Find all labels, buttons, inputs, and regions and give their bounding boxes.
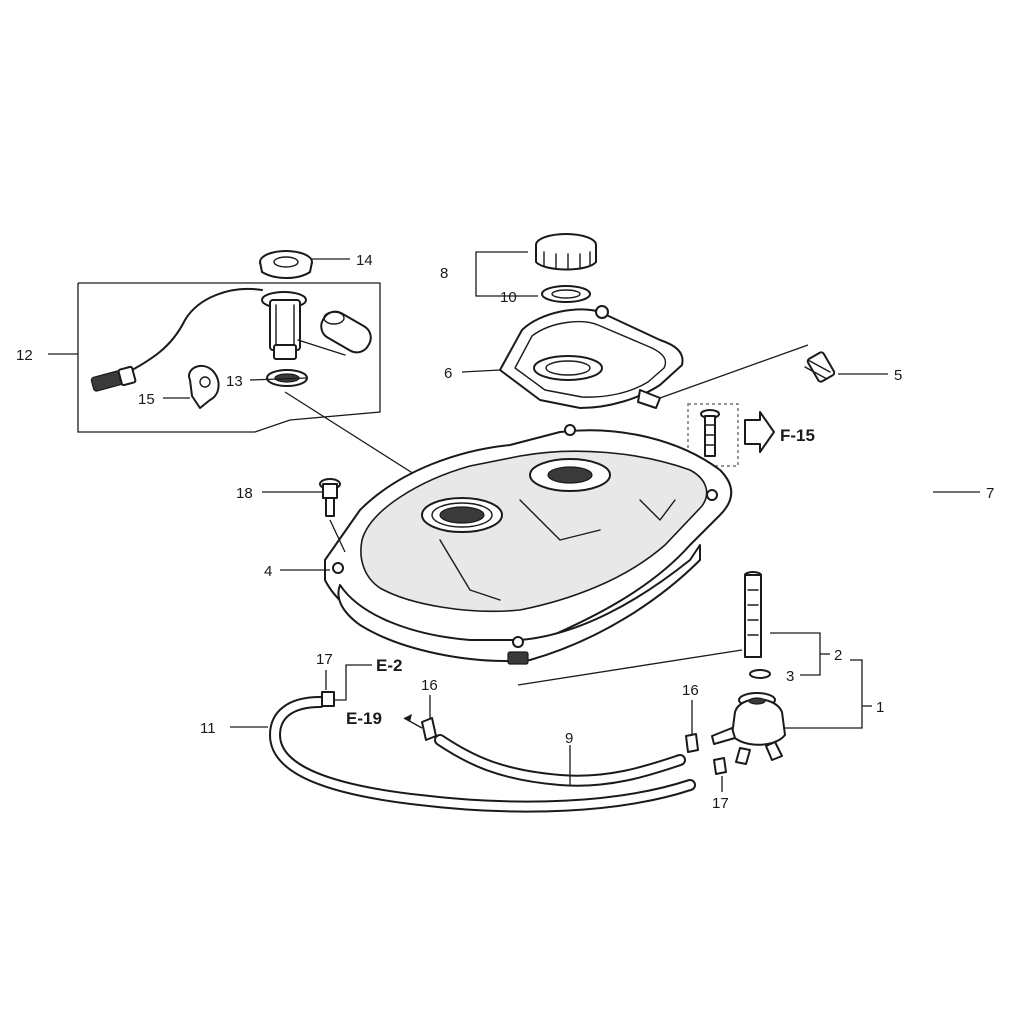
fuel-pump-assembly-bracket bbox=[77, 282, 381, 433]
callout-17-left: 17 bbox=[316, 651, 333, 668]
fuel-tank-part-4 bbox=[324, 424, 733, 665]
callout-12: 12 bbox=[16, 347, 33, 364]
pump-seal-part-13 bbox=[266, 369, 308, 387]
reference-f15[interactable]: F-15 bbox=[780, 426, 815, 445]
o-ring-part-3 bbox=[749, 669, 771, 679]
callout-4: 4 bbox=[264, 563, 272, 580]
callout-14: 14 bbox=[356, 252, 373, 269]
wire-clip-part-15 bbox=[188, 364, 220, 409]
callout-8: 8 bbox=[440, 265, 448, 282]
callout-13: 13 bbox=[226, 373, 243, 390]
fuel-pump-harness bbox=[90, 288, 263, 392]
callout-9: 9 bbox=[565, 730, 573, 747]
callout-11: 11 bbox=[200, 720, 216, 737]
leader-lines bbox=[48, 258, 980, 792]
cap-gasket-part-10 bbox=[541, 285, 591, 303]
tank-bolt-part-18 bbox=[319, 478, 341, 517]
callout-10: 10 bbox=[500, 289, 517, 306]
callout-1: 1 bbox=[876, 699, 884, 716]
callout-2: 2 bbox=[834, 647, 842, 664]
breather-joint-part-5 bbox=[804, 351, 836, 383]
fuel-level-float bbox=[320, 310, 372, 354]
hose-clamp-16-right bbox=[685, 733, 699, 753]
pump-lock-ring-part-14 bbox=[259, 250, 313, 279]
reference-e2[interactable]: E-2 bbox=[376, 656, 402, 675]
callout-6: 6 bbox=[444, 365, 452, 382]
filler-cover-part-6 bbox=[499, 305, 684, 409]
callout-15: 15 bbox=[138, 391, 155, 408]
callout-7: 7 bbox=[986, 485, 994, 502]
bracket-8-10 bbox=[475, 251, 528, 297]
hose-clamp-17-left bbox=[321, 691, 335, 707]
fuel-strainer-part-2 bbox=[744, 571, 762, 658]
hose-clamp-17-right bbox=[713, 757, 727, 775]
callout-16-left: 16 bbox=[421, 677, 438, 694]
callout-17-right: 17 bbox=[712, 795, 729, 812]
fuel-valve-part-1 bbox=[711, 692, 786, 765]
fuel-hose-part-9 bbox=[434, 734, 686, 787]
leader-tank-to-valve bbox=[517, 649, 743, 686]
fuel-hose-part-11 bbox=[268, 696, 696, 813]
callout-16-right: 16 bbox=[682, 682, 699, 699]
callout-3: 3 bbox=[786, 668, 794, 685]
callout-5: 5 bbox=[894, 367, 902, 384]
leader-cover-to-joint bbox=[659, 344, 809, 399]
breather-tube-part-7 bbox=[846, 394, 940, 694]
fuel-pump-body bbox=[261, 291, 346, 360]
hose-clamp-16-left bbox=[421, 717, 437, 741]
f15-reference-bolt bbox=[687, 403, 775, 467]
fuel-cap-part-8 bbox=[535, 233, 597, 271]
callout-18: 18 bbox=[236, 485, 253, 502]
reference-e19[interactable]: E-19 bbox=[346, 709, 382, 728]
